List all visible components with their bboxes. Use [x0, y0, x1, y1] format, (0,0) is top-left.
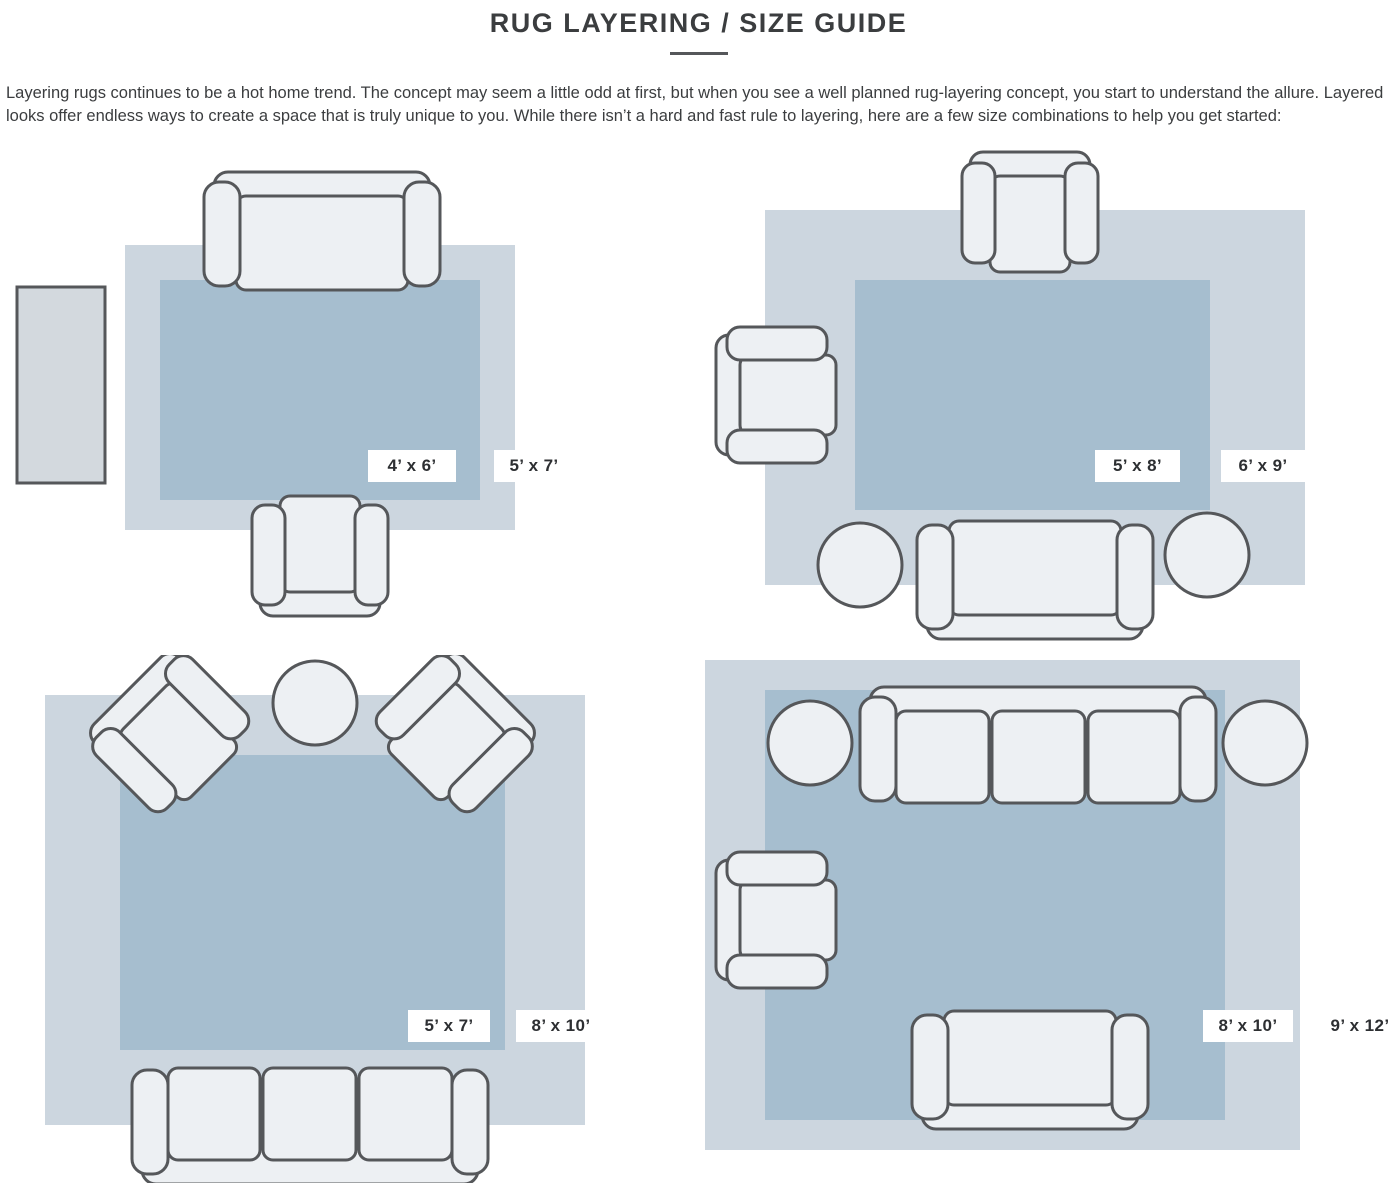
- title-underline: [669, 52, 728, 55]
- sofa: [130, 1066, 490, 1183]
- round-table: [766, 699, 854, 787]
- sofa: [910, 1009, 1150, 1131]
- room-layout-3: [45, 655, 585, 1183]
- inner-rug-size-label: 5’ x 7’: [408, 1010, 490, 1042]
- diagram-8x10-on-9x12: 8’ x 10’ 9’ x 12’: [700, 655, 1397, 1183]
- diagram-4x6-on-5x7: 4’ x 6’ 5’ x 7’: [0, 150, 640, 650]
- diagram-5x8-on-6x9: 5’ x 8’ 6’ x 9’: [700, 140, 1397, 660]
- page-title: RUG LAYERING / SIZE GUIDE: [489, 8, 908, 38]
- sofa: [202, 170, 442, 292]
- armchair: [714, 325, 838, 465]
- intro-text: Layering rugs continues to be a hot home…: [6, 84, 1384, 126]
- inner-rug-size-label: 4’ x 6’: [368, 450, 456, 482]
- round-table: [1221, 699, 1309, 787]
- outer-rug-size-label: 8’ x 10’: [516, 1010, 606, 1042]
- round-table: [271, 659, 359, 747]
- diagram-5x7-on-8x10: 5’ x 7’ 8’ x 10’: [0, 655, 640, 1183]
- outer-rug-size-label: 6’ x 9’: [1221, 450, 1305, 482]
- side-table: [15, 285, 107, 485]
- inner-rug-size-label: 8’ x 10’: [1203, 1010, 1293, 1042]
- room-layout-4: [705, 660, 1309, 1150]
- outer-rug-size-label: 9’ x 12’: [1324, 1010, 1396, 1042]
- outer-rug-size-label: 5’ x 7’: [494, 450, 574, 482]
- sofa: [858, 685, 1218, 805]
- inner-rug-size-label: 5’ x 8’: [1095, 450, 1180, 482]
- room-layout-2: [714, 150, 1305, 641]
- round-ottoman: [1163, 511, 1251, 599]
- inner-rug: [120, 755, 505, 1050]
- round-ottoman: [816, 521, 904, 609]
- armchair: [250, 494, 390, 618]
- armchair: [960, 150, 1100, 274]
- sofa: [915, 519, 1155, 641]
- room-layout-1: [15, 170, 515, 618]
- armchair: [714, 850, 838, 990]
